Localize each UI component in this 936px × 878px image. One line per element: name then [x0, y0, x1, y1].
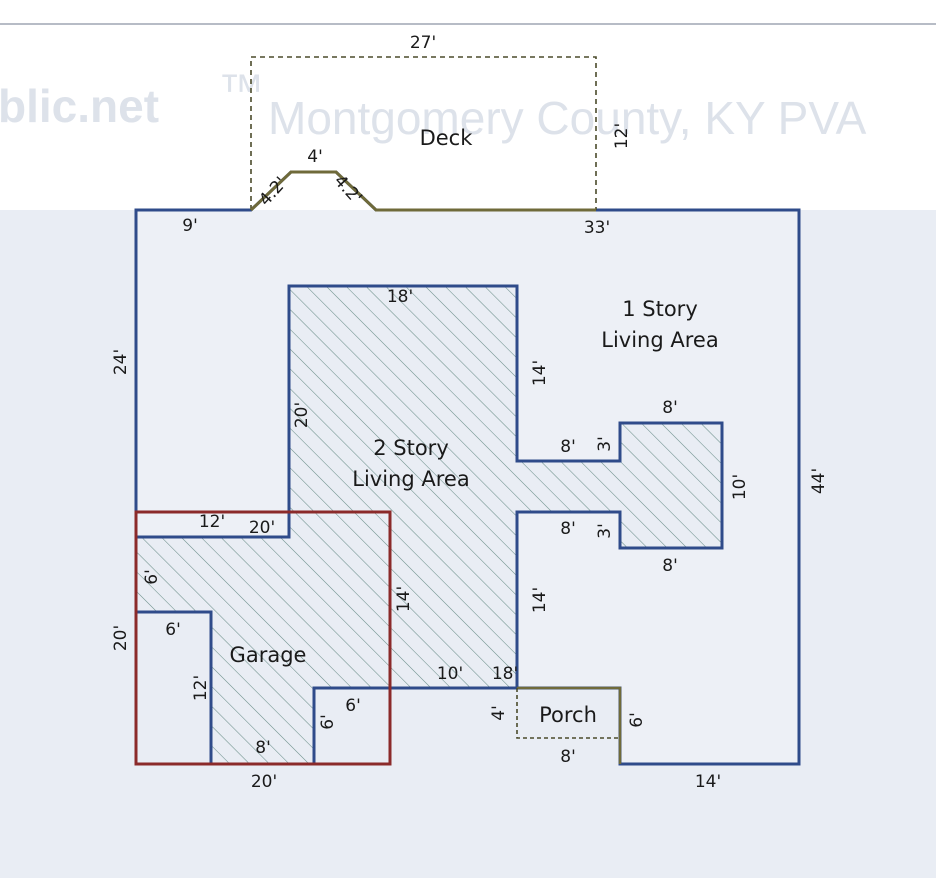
- garage-label: Garage: [230, 643, 307, 667]
- dim-porch-top-left: 10': [437, 664, 463, 684]
- dim-wing-lower-notch-height: 3': [595, 523, 615, 539]
- dim-wing-upper-notch-height: 3': [595, 436, 615, 452]
- dim-wing-top: 8': [662, 398, 678, 418]
- bay-outline: [249, 170, 596, 212]
- dim-left-upper: 24': [111, 349, 131, 375]
- dim-garage-inner-side: 12': [191, 675, 211, 701]
- dim-deck-width: 27': [410, 33, 436, 53]
- dim-top-right: 33': [584, 218, 610, 238]
- dim-garage-notch-bottom: 8': [255, 738, 271, 758]
- dim-top-left: 9': [182, 216, 198, 236]
- dim-garage-notch-side: 6': [318, 714, 338, 730]
- dim-wing-bottom: 8': [662, 556, 678, 576]
- dim-two-story-right-upper: 14': [530, 360, 550, 386]
- deck-label: Deck: [420, 126, 474, 150]
- watermark-trademark: ™: [218, 64, 264, 116]
- garage-inner-wall: [136, 610, 213, 764]
- one-story-label-line1: 1 Story: [622, 297, 698, 321]
- one-story-label-line2: Living Area: [601, 328, 718, 352]
- dim-right-side: 44': [809, 468, 829, 494]
- dim-two-story-right-lower: 14': [530, 587, 550, 613]
- deck-outline: [250, 56, 597, 210]
- dim-garage-notch-top: 6': [345, 696, 361, 716]
- garage-notch-wall: [312, 686, 390, 764]
- dim-two-story-top: 18': [387, 287, 413, 307]
- dim-porch-left: 4': [489, 705, 509, 721]
- two-story-label-line1: 2 Story: [373, 436, 449, 460]
- dim-garage-bottom: 20': [251, 772, 277, 792]
- dim-garage-inner-top: 6': [165, 620, 181, 640]
- dim-garage-right: 14': [394, 586, 414, 612]
- dim-wing-side: 10': [730, 474, 750, 500]
- watermark-brand: blic.net: [0, 80, 159, 132]
- dim-two-story-left: 20': [292, 402, 312, 428]
- dim-garage-left-lower: 20': [111, 625, 131, 651]
- garage-outline: [134, 510, 392, 766]
- porch-solid-edge: [517, 686, 622, 764]
- dim-wing-lower-notch-width: 8': [560, 519, 576, 539]
- dim-porch-bottom: 8': [560, 747, 576, 767]
- porch-dashed-edge: [516, 688, 620, 739]
- dim-porch-top-right: 18': [492, 664, 518, 684]
- dim-bay-top: 4': [307, 147, 323, 167]
- dim-garage-left-upper: 6': [142, 569, 162, 585]
- dim-bottom-right: 14': [695, 772, 721, 792]
- dim-garage-top-left: 12': [199, 512, 225, 532]
- porch-label: Porch: [539, 703, 597, 727]
- watermark-county: Montgomery County, KY PVA: [268, 92, 867, 144]
- dim-deck-depth: 12': [612, 123, 632, 149]
- two-story-label-line2: Living Area: [352, 467, 469, 491]
- dim-garage-top-right: 20': [249, 518, 275, 538]
- dim-porch-right: 6': [627, 712, 647, 728]
- dim-wing-upper-notch-width: 8': [560, 437, 576, 457]
